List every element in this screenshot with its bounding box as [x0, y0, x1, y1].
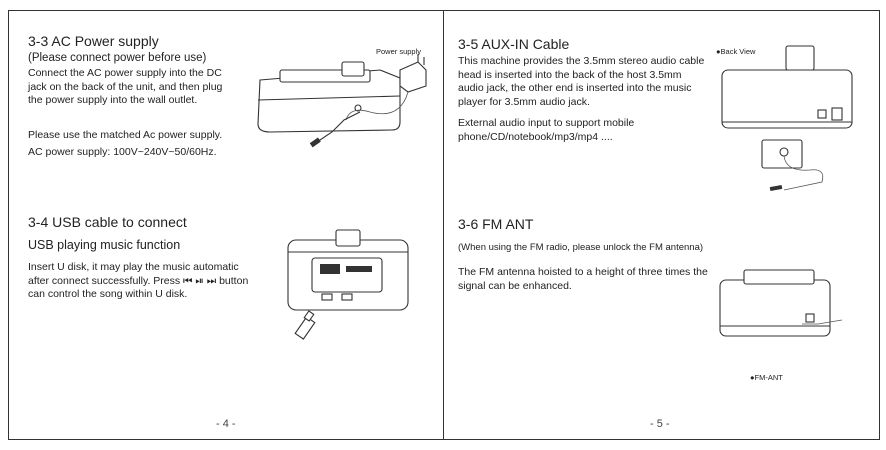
section-subtitle-usb: USB playing music function [28, 238, 181, 252]
back-view-label: ●Back View [716, 47, 756, 56]
section-title-fm-ant: 3-6 FM ANT [458, 216, 534, 232]
power-supply-label: Power supply [376, 47, 421, 56]
aux-in-figure: ●Back View [716, 45, 853, 192]
fm-ant-label: ●FM-ANT [750, 373, 783, 382]
page-number-right: - 5 - [650, 418, 670, 430]
section-subtitle-ac-power: (Please connect power before use) [28, 52, 207, 64]
usb-instructions: Insert U disk, it may play the music aut… [28, 261, 249, 300]
ac-power-note: Please use the matched Ac power supply. [28, 129, 223, 141]
ac-power-figure: Power supply [257, 47, 427, 148]
aux-in-support: External audio input to support mobile p… [458, 117, 635, 143]
ac-power-spec: AC power supply: 100V~240V~50/60Hz. [28, 146, 217, 158]
fm-ant-figure: ●FM-ANT [719, 269, 843, 382]
manual-sheet [8, 10, 880, 440]
fm-ant-instructions: The FM antenna hoisted to a height of th… [458, 266, 708, 292]
section-title-aux-in: 3-5 AUX-IN Cable [458, 36, 570, 52]
section-title-usb: 3-4 USB cable to connect [28, 214, 187, 230]
page-divider [443, 10, 444, 440]
aux-in-instructions: This machine provides the 3.5mm stereo a… [458, 55, 705, 108]
ac-power-instructions: Connect the AC power supply into the DC … [28, 67, 223, 106]
page-number-left: - 4 - [216, 418, 236, 430]
section-title-ac-power: 3-3 AC Power supply [28, 33, 159, 49]
fm-ant-note: (When using the FM radio, please unlock … [458, 242, 704, 253]
usb-figure [287, 229, 409, 340]
